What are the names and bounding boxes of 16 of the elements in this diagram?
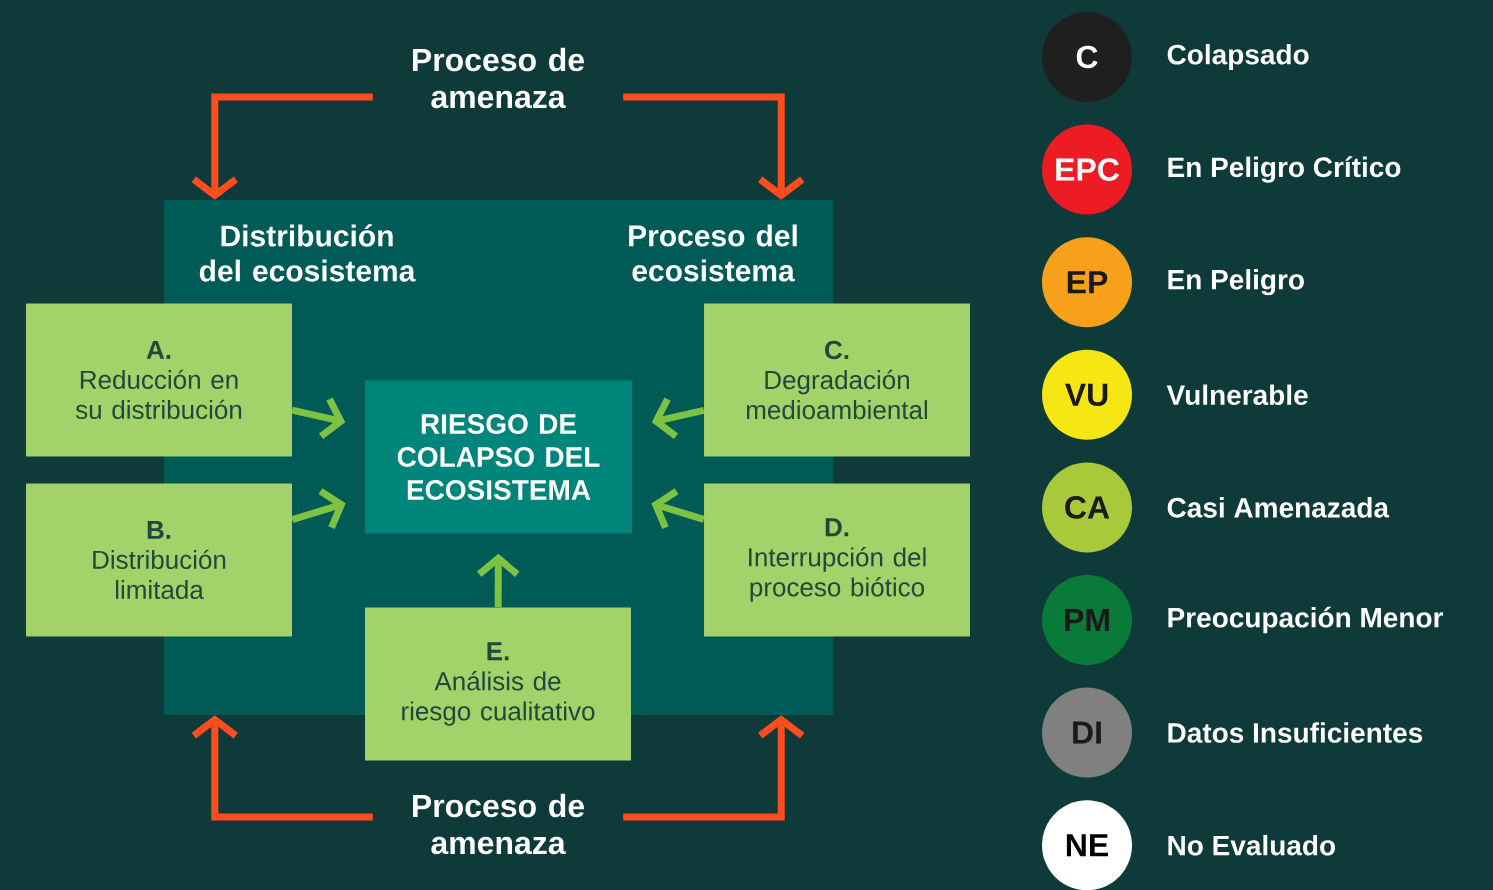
- category-label: No Evaluado: [1168, 834, 1335, 856]
- heading: Proceso de amenaza: [413, 47, 585, 109]
- category-label: Casi Amenazada: [1167, 497, 1390, 518]
- category-label: Preocupación Menor: [1168, 606, 1444, 634]
- category-label: Datos Insuficientes: [1168, 722, 1423, 743]
- process-box: A. Reducción en su distribución: [26, 303, 292, 457]
- process-box: D. Interrupción del proceso biótico: [704, 483, 970, 637]
- category-label: Colapsado: [1167, 43, 1309, 71]
- risk-box: RIESGO DE COLAPSO DEL ECOSISTEMA: [365, 380, 632, 534]
- process-box: E. Análisis de riesgo cualitativo: [365, 607, 631, 761]
- category-label: En Peligro: [1168, 269, 1304, 296]
- heading: Proceso de amenaza: [413, 793, 585, 855]
- category-label: En Peligro Crítico: [1168, 156, 1401, 183]
- category-label: Vulnerable: [1166, 384, 1308, 406]
- process-box: C. Degradación medioambiental: [704, 303, 970, 457]
- process-box: B. Distribución limitada: [26, 483, 292, 637]
